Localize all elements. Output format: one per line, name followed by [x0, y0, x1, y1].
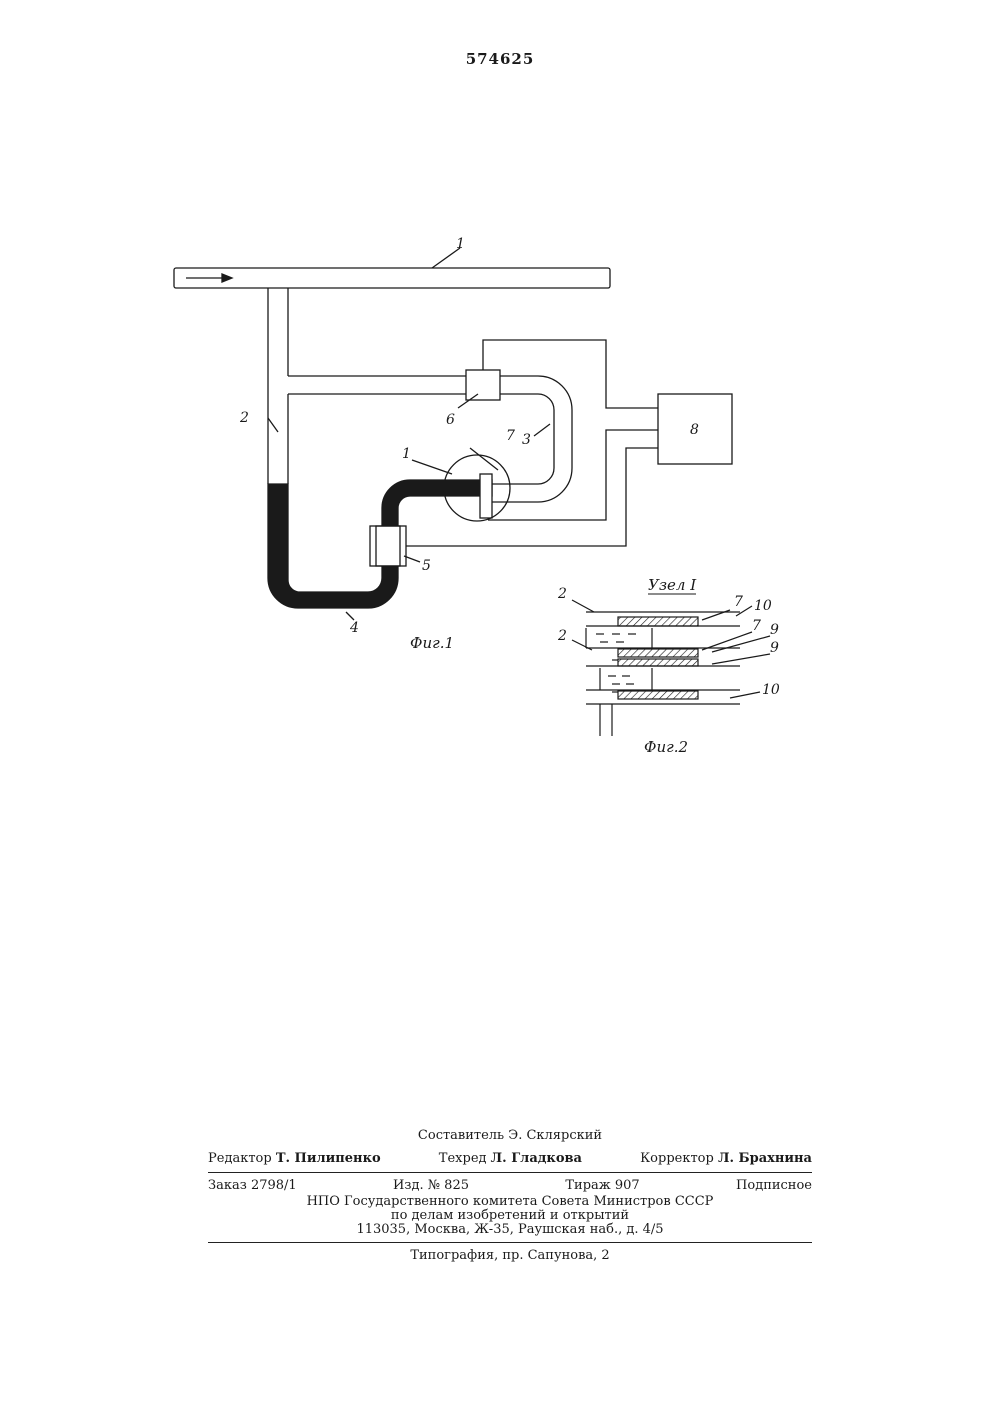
organization-line-2: по делам изобретений и открытий [208, 1208, 812, 1223]
fig2-label-10-bottom: 10 [762, 682, 780, 698]
fig2-label-9-b: 9 [770, 640, 779, 656]
label-5: 5 [422, 558, 431, 574]
compiler-line: Составитель Э. Склярский [208, 1128, 812, 1143]
fig2-label-7-top: 7 [734, 594, 743, 610]
printing-house: Типография, пр. Сапунова, 2 [208, 1248, 812, 1263]
order-row: Заказ 2798/1 Изд. № 825 Тираж 907 Подпис… [208, 1178, 812, 1193]
label-4: 4 [349, 620, 359, 636]
divider-top [208, 1172, 812, 1173]
label-7: 7 [506, 428, 515, 444]
order-number: Заказ 2798/1 [208, 1178, 297, 1193]
corrector: Корректор Л. Брахнина [640, 1151, 812, 1166]
circulation: Тираж 907 [565, 1178, 639, 1193]
fig2-label-2-mid: 2 [557, 628, 567, 644]
techred: Техред Л. Гладкова [439, 1151, 582, 1166]
subscription: Подписное [736, 1178, 812, 1193]
label-1-node: 1 [402, 446, 411, 462]
main-pipe [174, 268, 610, 288]
issue-number: Изд. № 825 [393, 1178, 469, 1193]
label-1-pipe: 1 [456, 236, 465, 252]
fig2-label-9-a: 9 [770, 622, 779, 638]
label-2: 2 [239, 410, 249, 426]
sensor-7 [480, 474, 492, 518]
figure-1-caption: Фиг.1 [410, 634, 454, 652]
figure-2 [572, 600, 770, 736]
editor: Редактор Т. Пилипенко [208, 1151, 381, 1166]
address-line: 113035, Москва, Ж-35, Раушская наб., д. … [208, 1222, 812, 1237]
figure-2-caption: Фиг.2 [644, 738, 688, 756]
sensor-6 [466, 370, 500, 400]
figure-1 [174, 248, 732, 620]
divider-bottom [208, 1242, 812, 1243]
label-6: 6 [446, 412, 455, 428]
label-3: 3 [522, 432, 531, 448]
fig2-label-10-top: 10 [754, 598, 772, 614]
fig2-label-7-mid: 7 [752, 618, 761, 634]
fig2-label-2-top: 2 [557, 586, 567, 602]
figure-2-title: Узел I [648, 576, 697, 594]
organization-line-1: НПО Государственного комитета Совета Мин… [208, 1194, 812, 1209]
label-8: 8 [690, 422, 699, 438]
staff-row: Редактор Т. Пилипенко Техред Л. Гладкова… [208, 1151, 812, 1166]
flow-arrowhead [222, 274, 232, 282]
